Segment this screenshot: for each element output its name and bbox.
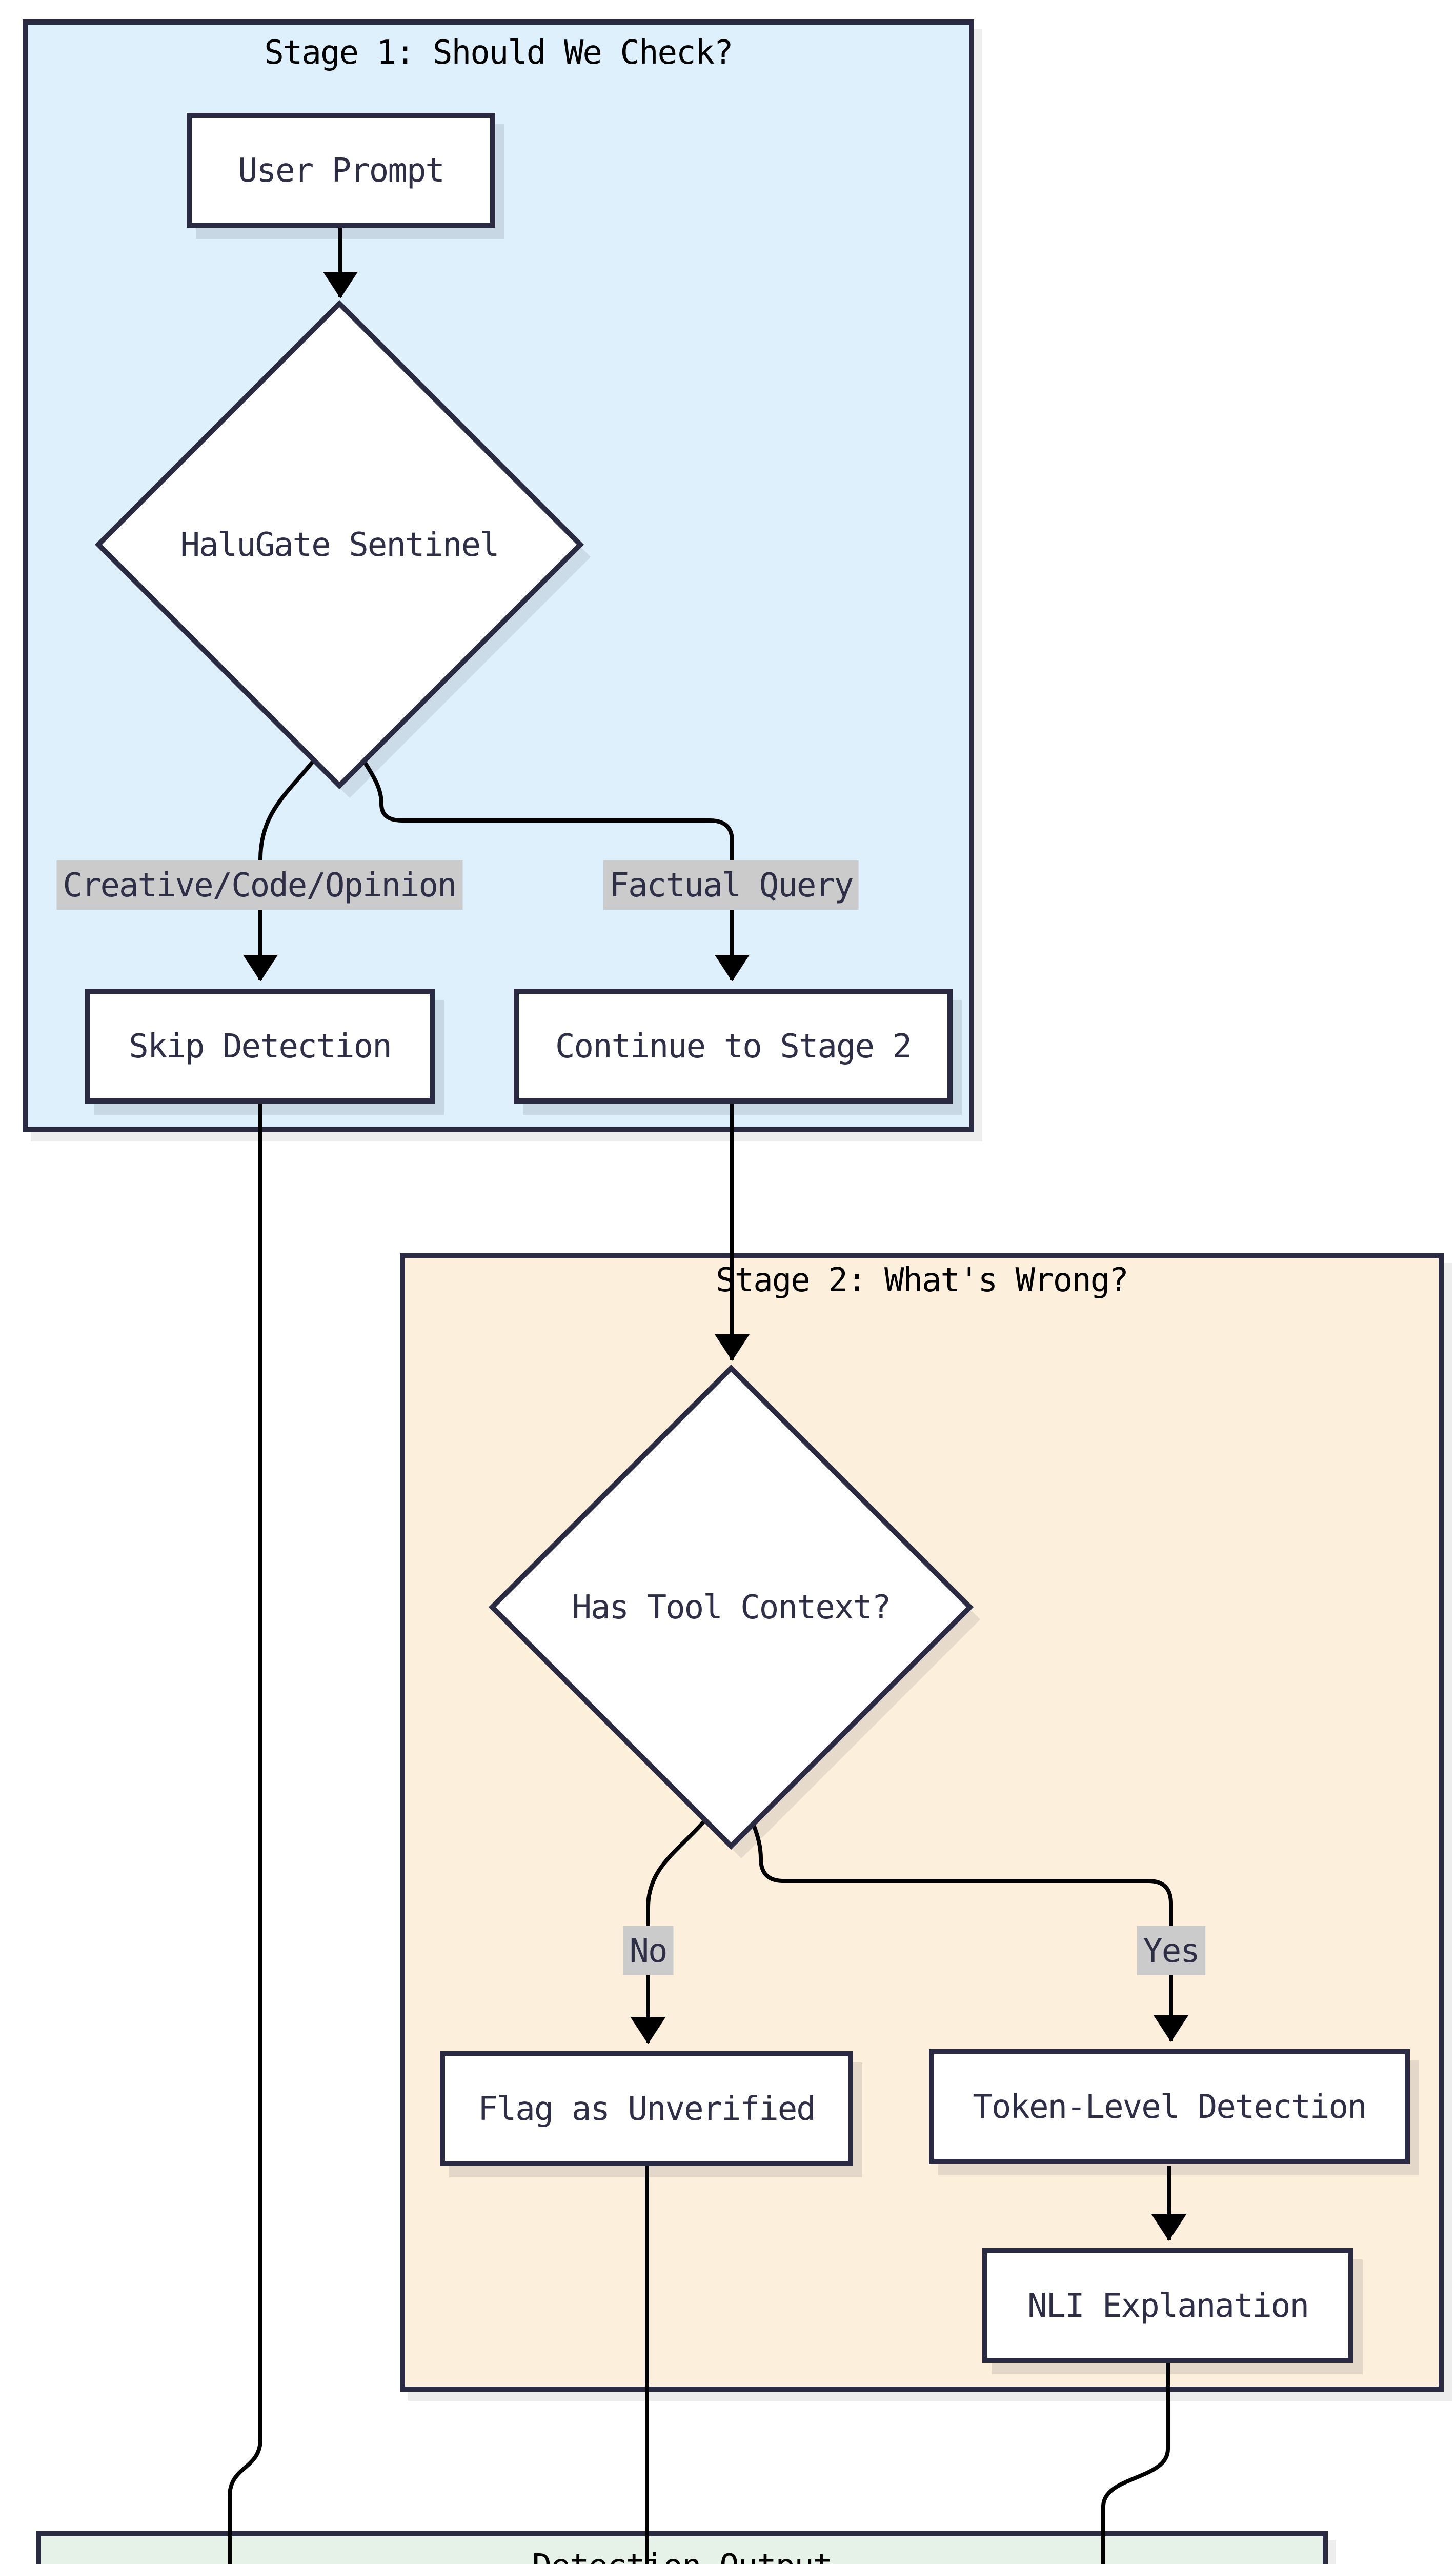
edge-label-no: No — [623, 1926, 673, 1975]
stage2-container: Stage 2: What's Wrong? — [400, 1253, 1444, 2392]
stage2-title: Stage 2: What's Wrong? — [716, 1260, 1129, 1299]
node-skip-detection: Skip Detection — [85, 989, 435, 1104]
stage1-title: Stage 1: Should We Check? — [264, 33, 733, 72]
node-token-level-detection: Token-Level Detection — [929, 2049, 1410, 2164]
edge-label-factual-query: Factual Query — [603, 860, 859, 910]
edge-skip-to-pass-through — [228, 1104, 262, 2564]
stage1-container: Stage 1: Should We Check? — [23, 19, 974, 1132]
node-continue-to-stage2: Continue to Stage 2 — [514, 989, 953, 1104]
detection-output-title: Detection Output — [41, 2547, 1323, 2564]
decision-has-tool-context-label: Has Tool Context? — [572, 1588, 891, 1627]
decision-halugate-sentinel-label: HaluGate Sentinel — [180, 525, 499, 564]
node-flag-as-unverified: Flag as Unverified — [440, 2051, 853, 2166]
edge-label-creative-code-opinion: Creative/Code/Opinion — [56, 860, 462, 910]
detection-output-container: Detection Output — [36, 2531, 1328, 2564]
node-user-prompt: User Prompt — [187, 113, 495, 228]
edge-label-yes: Yes — [1137, 1926, 1205, 1975]
node-nli-explanation: NLI Explanation — [982, 2248, 1353, 2363]
